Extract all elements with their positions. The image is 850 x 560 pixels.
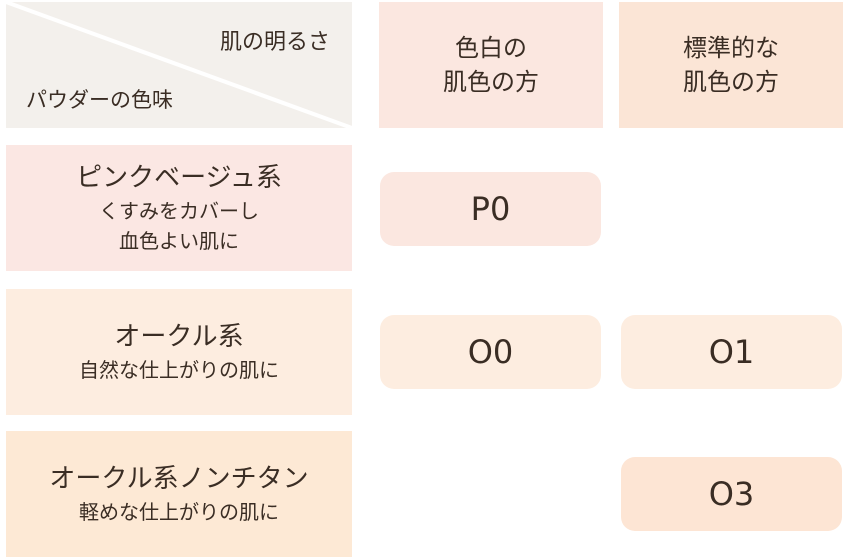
column-header-fair-skin: 色白の 肌色の方 xyxy=(379,2,603,128)
tint-axis-label: パウダーの色味 xyxy=(26,88,173,112)
row-title: オークル系ノンチタン xyxy=(49,464,309,494)
row-description: 血色よい肌に xyxy=(119,229,239,253)
corner-header: 肌の明るさ パウダーの色味 xyxy=(6,2,352,128)
row-description: 自然な仕上がりの肌に xyxy=(79,358,279,382)
column-header-line: 肌色の方 xyxy=(443,68,539,96)
row-title: ピンクベージュ系 xyxy=(76,163,282,193)
column-header-line: 標準的な xyxy=(683,34,779,62)
column-header-line: 肌色の方 xyxy=(683,68,779,96)
column-header-line: 色白の xyxy=(455,34,527,62)
row-header-ochre: オークル系 自然な仕上がりの肌に xyxy=(6,289,352,415)
shade-chip-o3[interactable]: O3 xyxy=(621,457,842,531)
row-title: オークル系 xyxy=(114,322,244,352)
row-description: くすみをカバーし xyxy=(99,199,259,223)
column-header-standard-skin: 標準的な 肌色の方 xyxy=(619,2,843,128)
shade-chip-o1[interactable]: O1 xyxy=(621,315,842,389)
row-header-pink-beige: ピンクベージュ系 くすみをカバーし 血色よい肌に xyxy=(6,145,352,271)
row-description: 軽めな仕上がりの肌に xyxy=(79,500,279,524)
brightness-axis-label: 肌の明るさ xyxy=(219,30,330,55)
shade-chip-o0[interactable]: O0 xyxy=(380,315,601,389)
diagonal-divider xyxy=(6,2,352,128)
row-header-ochre-non-titanium: オークル系ノンチタン 軽めな仕上がりの肌に xyxy=(6,431,352,557)
shade-chip-p0[interactable]: P0 xyxy=(380,172,601,246)
